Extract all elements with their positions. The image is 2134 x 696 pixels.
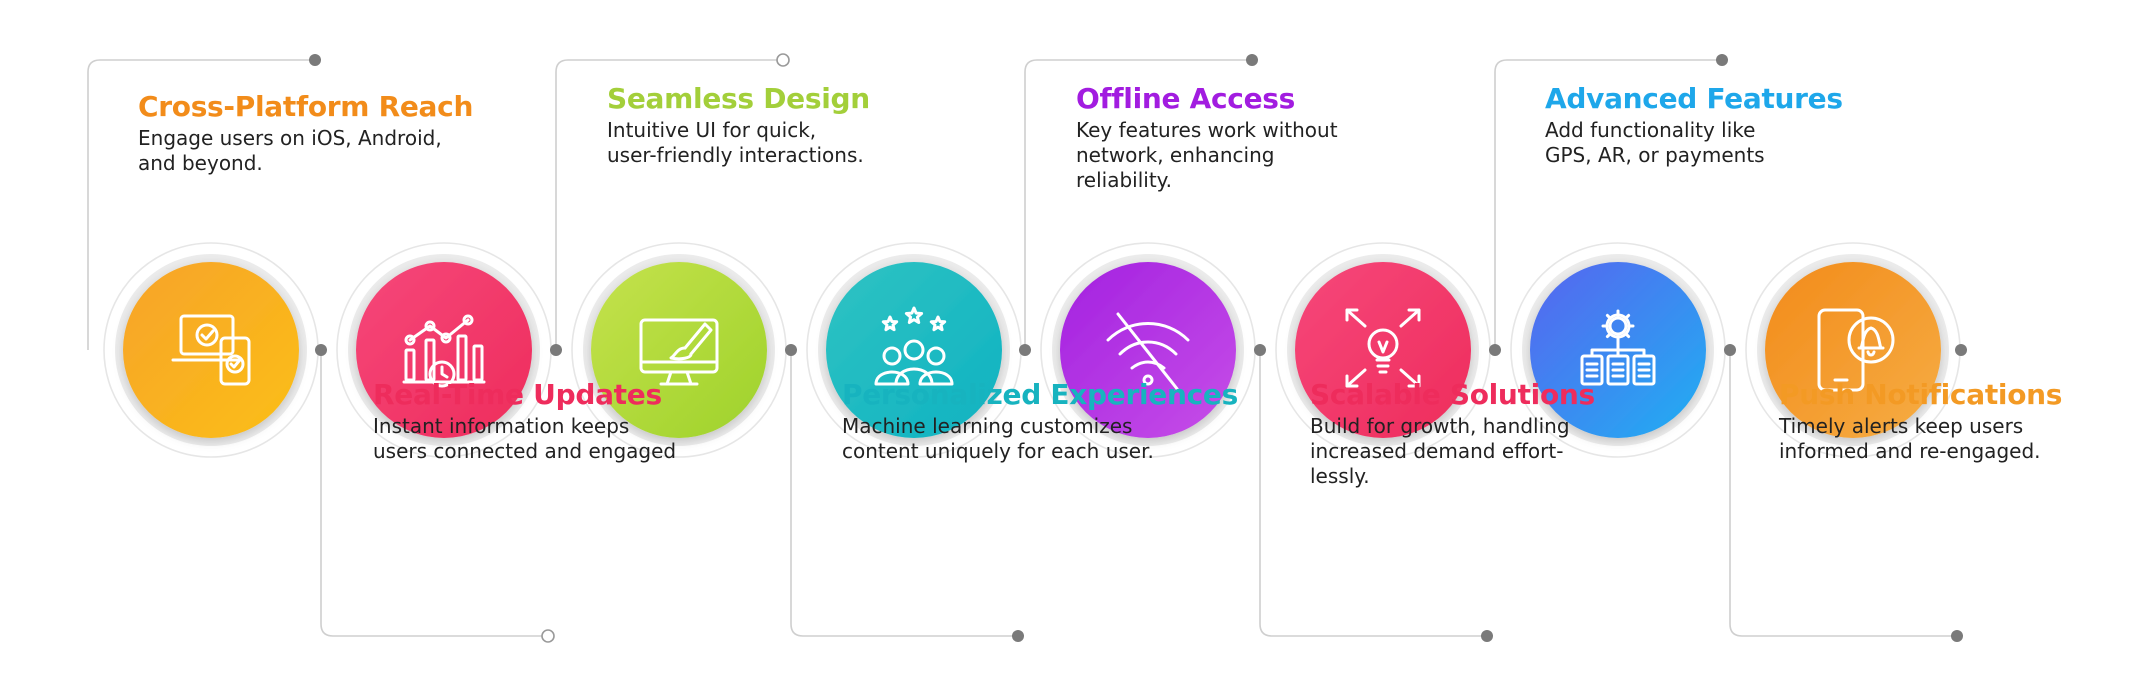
- connector-end-dot: [1716, 54, 1728, 66]
- connector-lines: [87, 53, 1967, 643]
- feature-title: Offline Access: [1076, 82, 1296, 115]
- feature-description-line: increased demand effort-: [1310, 439, 1564, 463]
- connector-top: [1494, 59, 1722, 350]
- connector-end-dot: [1012, 630, 1024, 642]
- junction-dot: [785, 344, 797, 356]
- feature-circle: [818, 254, 1010, 446]
- connector-bottom: [1729, 350, 1957, 637]
- feature-description-line: and beyond.: [138, 151, 263, 175]
- wifi-off-icon: [1106, 312, 1190, 392]
- feature-circle: [1522, 254, 1714, 446]
- connector-top: [1024, 59, 1252, 350]
- feature-description-line: users connected and engaged: [373, 439, 677, 463]
- devices-check-icon: [171, 314, 251, 386]
- feature-title: Scalable Solutions: [1310, 378, 1595, 411]
- feature-circle: [1287, 254, 1479, 446]
- feature-description-line: Engage users on iOS, Android,: [138, 126, 442, 150]
- connector-bottom: [790, 350, 1018, 637]
- feature-description-line: Build for growth, handling: [1310, 414, 1570, 438]
- circle-fill: [826, 262, 1002, 438]
- feature-circle: [348, 254, 540, 446]
- junction-dot: [1724, 344, 1736, 356]
- feature-circle: [583, 254, 775, 446]
- junction-dot: [315, 344, 327, 356]
- connector-end-dot: [541, 629, 555, 643]
- circle-fill: [356, 262, 532, 438]
- feature-description-line: content uniquely for each user.: [842, 439, 1154, 463]
- feature-description: Engage users on iOS, Android,and beyond.: [138, 126, 442, 176]
- feature-circle: [1757, 254, 1949, 446]
- connector-end-dot: [309, 54, 321, 66]
- feature-title: Push Notifications: [1779, 378, 2063, 411]
- bulb-expand-icon: [1345, 308, 1421, 388]
- feature-description-line: user-friendly interactions.: [607, 143, 864, 167]
- feature-description-line: GPS, AR, or payments: [1545, 143, 1765, 167]
- feature-title: Cross-Platform Reach: [138, 90, 474, 123]
- feature-description-line: reliability.: [1076, 168, 1173, 192]
- junction-dot: [550, 344, 562, 356]
- feature-description-line: Instant information keeps: [373, 414, 630, 438]
- feature-description-line: Timely alerts keep users: [1779, 414, 2024, 438]
- feature-title: Seamless Design: [607, 82, 870, 115]
- feature-title: Advanced Features: [1545, 82, 1843, 115]
- connector-bottom: [1259, 350, 1487, 637]
- phone-bell-icon: [1817, 308, 1895, 392]
- junction-dot: [1019, 344, 1031, 356]
- connector-end-dot: [776, 53, 790, 67]
- junction-dot: [1955, 344, 1967, 356]
- feature-description-line: informed and re-engaged.: [1779, 439, 2041, 463]
- feature-description: Intuitive UI for quick,user-friendly int…: [607, 118, 864, 168]
- feature-circle: [1052, 254, 1244, 446]
- feature-circles: [115, 254, 1949, 446]
- connector-end-dot: [1481, 630, 1493, 642]
- junction-dot: [1489, 344, 1501, 356]
- users-stars-icon: [874, 306, 954, 386]
- feature-description-line: Key features work without: [1076, 118, 1338, 142]
- feature-title: Real-Time Updates: [373, 378, 662, 411]
- circle-fill: [123, 262, 299, 438]
- feature-description-line: Machine learning customizes: [842, 414, 1133, 438]
- feature-title: Personalized Experiences: [842, 378, 1238, 411]
- connector-bottom: [320, 350, 548, 637]
- chart-clock-icon: [402, 314, 486, 388]
- junction-dot: [1254, 344, 1266, 356]
- gear-documents-icon: [1580, 309, 1656, 386]
- connector-end-dot: [1951, 630, 1963, 642]
- feature-description-line: Add functionality like: [1545, 118, 1756, 142]
- connector-end-dot: [1246, 54, 1258, 66]
- feature-description-line: network, enhancing: [1076, 143, 1275, 167]
- connector-top: [555, 59, 783, 350]
- feature-description-line: lessly.: [1310, 464, 1370, 488]
- monitor-brush-icon: [639, 318, 719, 386]
- feature-description-line: Intuitive UI for quick,: [607, 118, 817, 142]
- connector-top: [87, 59, 315, 350]
- feature-circle: [115, 254, 307, 446]
